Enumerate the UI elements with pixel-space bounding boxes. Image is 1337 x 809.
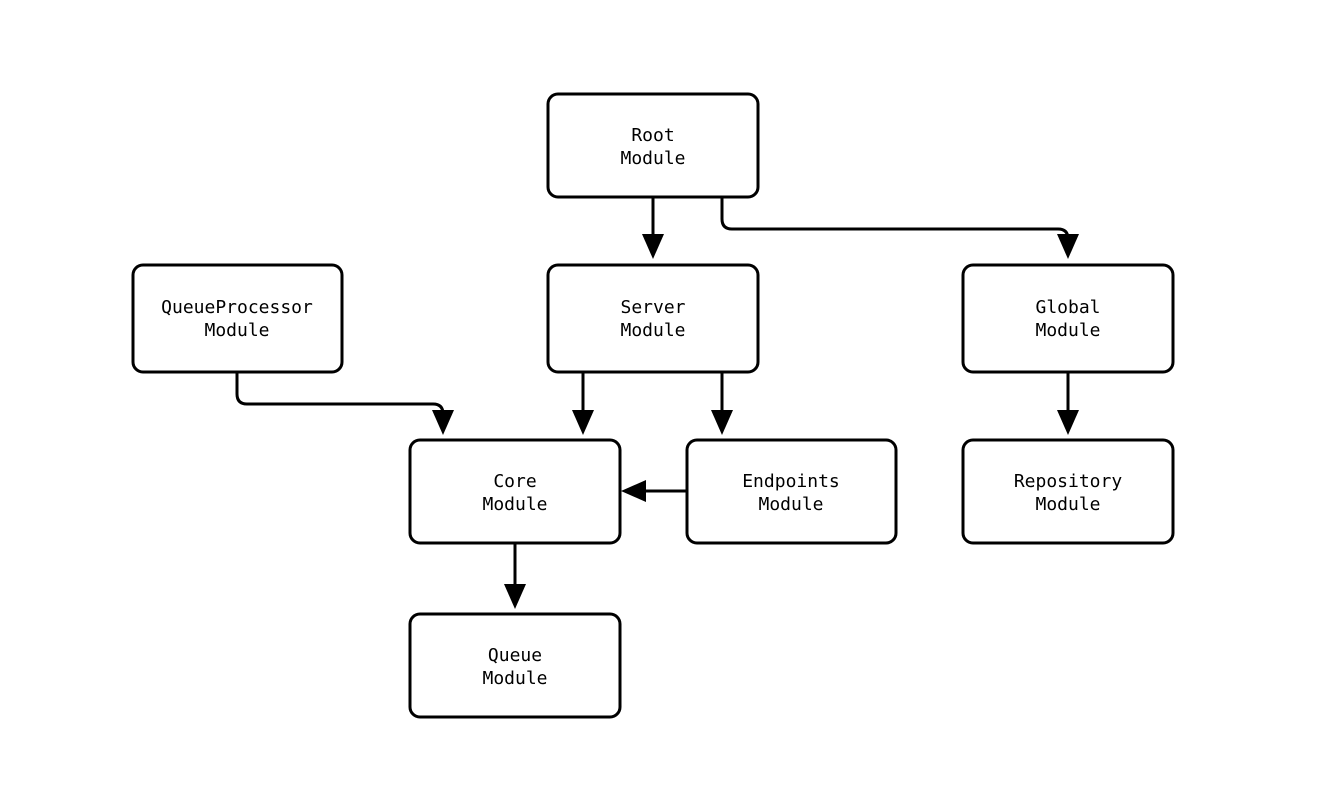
node-repository-module-box[interactable] — [961, 438, 1175, 545]
node-repository-module-label-line2: Module — [1035, 494, 1100, 515]
node-server-module-box[interactable] — [546, 263, 760, 374]
node-root-module[interactable]: Root Module — [546, 92, 760, 199]
node-server-module-label-line1: Server — [620, 297, 685, 318]
edge-core-to-queue-arrowhead — [504, 584, 526, 609]
edge-endpoints-to-core — [621, 480, 687, 502]
node-queue-module-label-line1: Queue — [488, 645, 542, 666]
node-core-module-label-line2: Module — [482, 494, 547, 515]
edge-server-to-core — [572, 372, 594, 435]
node-queueprocessor-module-label-line2: Module — [204, 320, 269, 341]
node-core-module[interactable]: Core Module — [408, 438, 622, 545]
edge-core-to-queue — [504, 543, 526, 609]
edge-queueprocessor-to-core-arrowhead — [432, 410, 454, 435]
node-queue-module-label-line2: Module — [482, 668, 547, 689]
edge-queueprocessor-to-core-line — [235, 372, 445, 415]
node-layer: Root Module QueueProcessor Module Server… — [131, 92, 1175, 719]
node-root-module-box[interactable] — [546, 92, 760, 199]
edge-server-to-core-arrowhead — [572, 410, 594, 435]
edge-layer — [235, 197, 1079, 609]
node-repository-module-label-line1: Repository — [1014, 471, 1123, 492]
edge-endpoints-to-core-arrowhead — [621, 480, 646, 502]
node-endpoints-module-box[interactable] — [685, 438, 898, 545]
node-repository-module[interactable]: Repository Module — [961, 438, 1175, 545]
edge-root-to-server-arrowhead — [642, 234, 664, 259]
node-global-module[interactable]: Global Module — [961, 263, 1175, 374]
node-queue-module[interactable]: Queue Module — [408, 612, 622, 719]
node-core-module-label-line1: Core — [493, 471, 536, 492]
node-queueprocessor-module[interactable]: QueueProcessor Module — [131, 263, 344, 374]
node-endpoints-module-label-line1: Endpoints — [742, 471, 840, 492]
edge-server-to-endpoints-arrowhead — [711, 410, 733, 435]
edge-root-to-global — [720, 197, 1079, 259]
edge-server-to-endpoints — [711, 372, 733, 435]
node-root-module-label-line2: Module — [620, 148, 685, 169]
node-queueprocessor-module-box[interactable] — [131, 263, 344, 374]
node-queue-module-box[interactable] — [408, 612, 622, 719]
edge-global-to-repository — [1057, 372, 1079, 435]
edge-root-to-global-arrowhead — [1057, 234, 1079, 259]
edge-global-to-repository-arrowhead — [1057, 410, 1079, 435]
edge-root-to-server — [642, 197, 664, 259]
node-root-module-label-line1: Root — [631, 125, 674, 146]
edge-queueprocessor-to-core — [235, 372, 454, 435]
node-core-module-box[interactable] — [408, 438, 622, 545]
node-global-module-box[interactable] — [961, 263, 1175, 374]
node-queueprocessor-module-label-line1: QueueProcessor — [161, 297, 313, 318]
node-endpoints-module-label-line2: Module — [758, 494, 823, 515]
node-server-module-label-line2: Module — [620, 320, 685, 341]
node-global-module-label-line1: Global — [1035, 297, 1100, 318]
node-global-module-label-line2: Module — [1035, 320, 1100, 341]
node-server-module[interactable]: Server Module — [546, 263, 760, 374]
node-endpoints-module[interactable]: Endpoints Module — [685, 438, 898, 545]
edge-root-to-global-line — [720, 197, 1070, 241]
